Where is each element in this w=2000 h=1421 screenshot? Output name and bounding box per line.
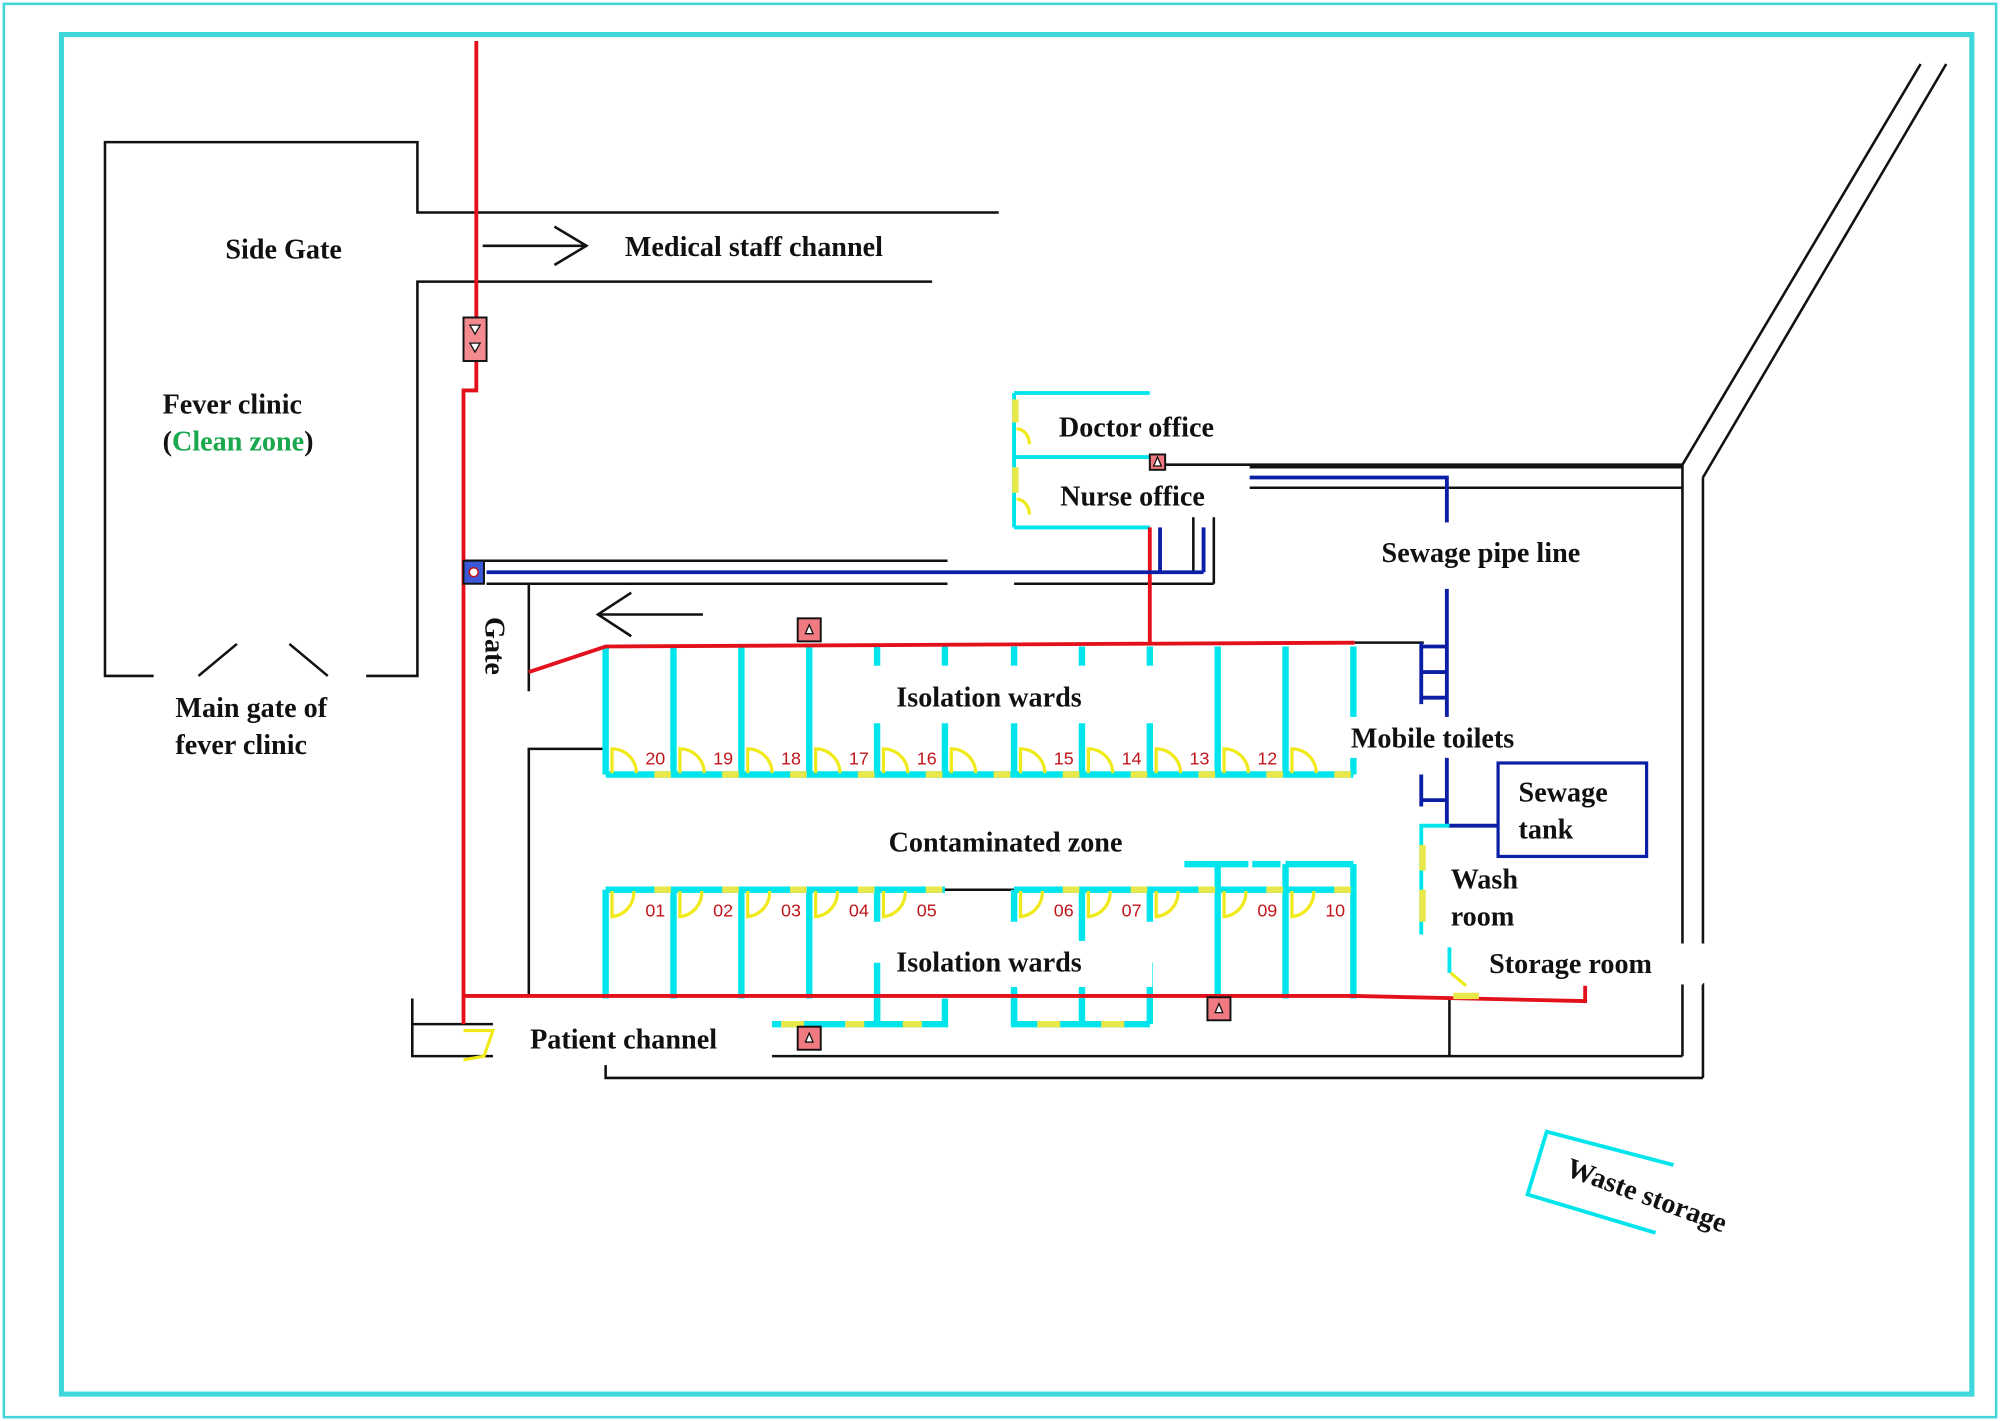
ward-number: 09 [1257,901,1277,921]
door-swing-icon [678,890,704,919]
main-gate-door-right [288,642,329,677]
fever-clinic-building [103,140,999,678]
buffer-wall [772,998,949,1028]
doctor-office-label: Doctor office [1059,413,1214,444]
door-swing-icon [1222,890,1248,919]
ward-number: 07 [1122,901,1142,921]
warning-triangle-icon [1148,453,1167,471]
contaminated-zone-label: Contaminated zone [889,827,1123,858]
door-swing-icon [881,747,910,774]
ward-number: 16 [917,748,937,768]
main-gate-door-left [197,642,238,677]
door-swing-icon [1290,890,1316,919]
sewage-tank-label-line1: Sewage [1519,777,1608,808]
ward-number: 04 [849,901,869,921]
isolation-wards-top-walls [602,646,1357,778]
sewage-pipe [486,475,1649,859]
gate-label: Gate [478,617,509,675]
door-swing-icon [814,890,839,919]
ward-number: 05 [917,901,937,921]
ward-number: 18 [781,748,801,768]
ward-number: 10 [1325,901,1345,921]
ward-number: 03 [781,901,801,921]
ward-number: 13 [1190,748,1210,768]
ward-number: 17 [849,748,869,768]
ward-number: 06 [1054,901,1074,921]
door-swing-icon [1222,747,1250,774]
ward-number: 15 [1054,748,1074,768]
main-gate-label-line2: fever clinic [175,730,307,761]
door-swing-icon [1086,890,1112,919]
door-swing-icon [814,747,842,774]
door-swing-icon [610,747,638,774]
ward-number: 20 [645,748,665,768]
ward-number: 02 [713,901,733,921]
medical-staff-direction-arrow-icon [482,225,589,267]
door-swing-icon [1018,747,1047,774]
ward-number: 14 [1122,748,1142,768]
door-swing-icon [949,747,978,774]
fever-clinic-label: Fever clinic [163,390,302,421]
waste-storage [1525,1129,1674,1235]
ward-number: 01 [645,901,665,921]
sewage-tank-label-line2: tank [1519,815,1574,846]
wash-room-label-line1: Wash [1451,864,1519,895]
ward-number: 12 [1257,748,1277,768]
warning-triangle-icon [796,1025,822,1051]
isolation-wards-bottom-label: Isolation wards [896,948,1081,979]
door-swing-icon [1154,890,1180,919]
wash-room-label-line2: room [1451,902,1515,933]
storage-room-label: Storage room [1489,949,1652,980]
door-swing-icon [1018,890,1044,919]
inner-frame [58,32,1975,1397]
isolation-wards-top-label: Isolation wards [896,683,1081,714]
door-swing-icon [1290,747,1318,774]
door-swing-icon [678,747,706,774]
sewage-tank-box [1496,761,1649,859]
door-swing-icon [1154,747,1183,774]
nurse-office-label: Nurse office [1060,482,1205,513]
warning-triangle-icon [796,617,822,643]
clean-zone-label: (Clean zone) [163,427,314,458]
door-swing-icon [746,890,772,919]
patient-channel-label: Patient channel [530,1024,717,1055]
main-gate-label-line1: Main gate of [175,693,327,724]
mobile-toilets-label: Mobile toilets [1351,724,1514,755]
door-swing-icon [881,890,907,919]
return-direction-arrow-icon [595,591,703,638]
waste-storage-label: Waste storage [1562,1153,1731,1240]
office-block [1012,391,1150,530]
buffer-room-marker-vertical [462,316,488,362]
door-swing-icon [746,747,774,774]
sewage-pipe-line-label: Sewage pipe line [1382,538,1581,569]
sewage-outlet-icon [462,559,485,585]
door-swing-icon [1086,747,1115,774]
wash-room-walls [1419,823,1479,1000]
medical-staff-channel-label: Medical staff channel [625,232,883,263]
clean-zone-text: Clean zone [172,427,304,458]
warning-triangle-icon [1206,996,1232,1022]
ward-number: 19 [713,748,733,768]
door-swing-icon [610,890,636,919]
side-gate-label: Side Gate [225,235,342,266]
patient-door-icon [463,1028,496,1062]
